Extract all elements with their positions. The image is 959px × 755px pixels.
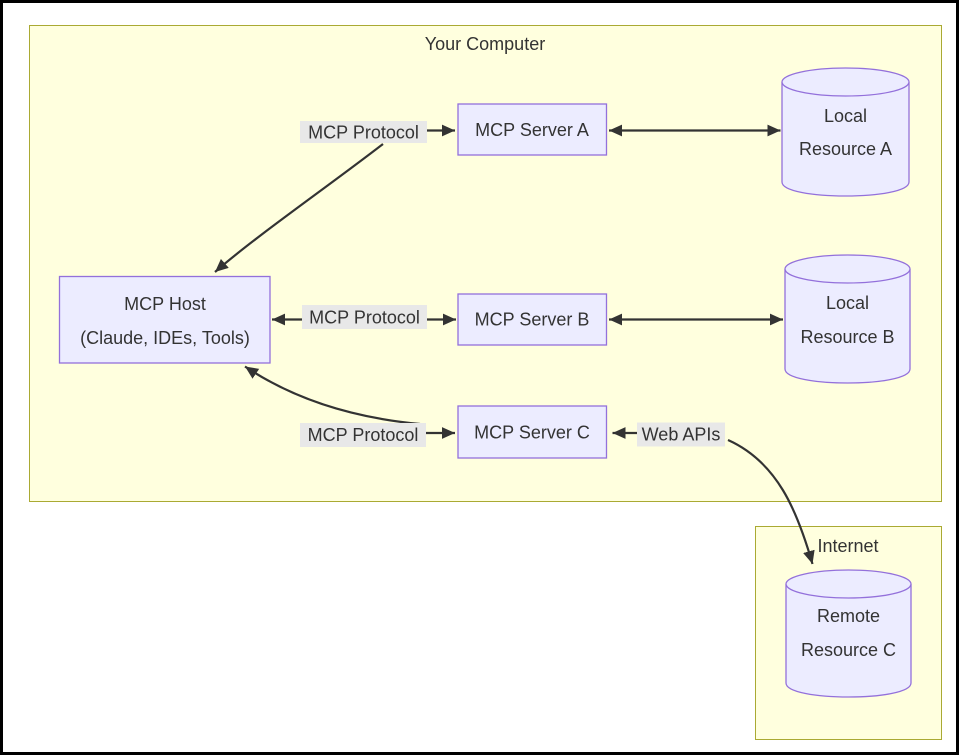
local-resource-a-cylinder: Local Resource A: [781, 67, 910, 197]
edge-label-text: Web APIs: [642, 425, 721, 445]
mcp-host-node: MCP Host (Claude, IDEs, Tools): [58, 275, 271, 364]
mcp-server-c-node: MCP Server C: [457, 405, 608, 459]
mcp-server-a-label: MCP Server A: [475, 120, 589, 140]
edge-label-mcp-protocol-c: MCP Protocol: [300, 423, 426, 447]
edge-label-text: MCP Protocol: [308, 425, 419, 445]
mcp-server-c-box: [457, 405, 608, 459]
remote-resource-c-label-line2: Resource C: [801, 640, 896, 660]
local-resource-a-label-line1: Local: [824, 106, 867, 126]
edge-label-bg: [302, 305, 427, 329]
mcp-server-b-box: [457, 293, 608, 346]
your-computer-cluster-title: Your Computer: [425, 34, 545, 54]
remote-resource-c-cylinder: Remote Resource C: [785, 569, 912, 698]
mcp-server-a-box: [457, 103, 608, 156]
edge-label-mcp-protocol-b: MCP Protocol: [302, 305, 427, 329]
internet-cluster-title: Internet: [817, 536, 878, 556]
edge-label-bg: [300, 423, 426, 447]
mcp-host-box: [58, 275, 271, 364]
edge-label-bg: [300, 121, 427, 143]
edge-label-bg: [637, 422, 725, 447]
cylinder-top: [785, 569, 912, 599]
remote-resource-c-label-line1: Remote: [817, 606, 880, 626]
local-resource-b-label-line2: Resource B: [800, 327, 894, 347]
local-resource-a-label-line2: Resource A: [799, 139, 892, 159]
edge-protocol-a-to-mcp-host: [214, 143, 384, 273]
edge-web-apis-to-remote-resource-c: [727, 438, 815, 565]
edge-mcp-host-to-protocol-c: [244, 365, 421, 426]
mcp-server-b-label: MCP Server B: [475, 310, 590, 330]
cylinder-body: [785, 584, 912, 698]
cylinder-body: [781, 82, 910, 197]
cylinder-top: [781, 67, 910, 97]
mcp-server-a-node: MCP Server A: [457, 103, 608, 156]
cylinder-top: [784, 254, 911, 284]
edge-label-mcp-protocol-a: MCP Protocol: [300, 121, 427, 143]
cylinder-body: [784, 269, 911, 384]
local-resource-b-cylinder: Local Resource B: [784, 254, 911, 384]
mcp-host-title: MCP Host: [124, 294, 206, 314]
mcp-host-subtitle: (Claude, IDEs, Tools): [80, 328, 250, 348]
mcp-server-c-label: MCP Server C: [474, 423, 590, 443]
local-resource-b-label-line1: Local: [826, 293, 869, 313]
mcp-server-b-node: MCP Server B: [457, 293, 608, 346]
edge-label-text: MCP Protocol: [309, 308, 420, 328]
edge-label-text: MCP Protocol: [308, 123, 419, 143]
edge-label-web-apis: Web APIs: [637, 422, 725, 447]
